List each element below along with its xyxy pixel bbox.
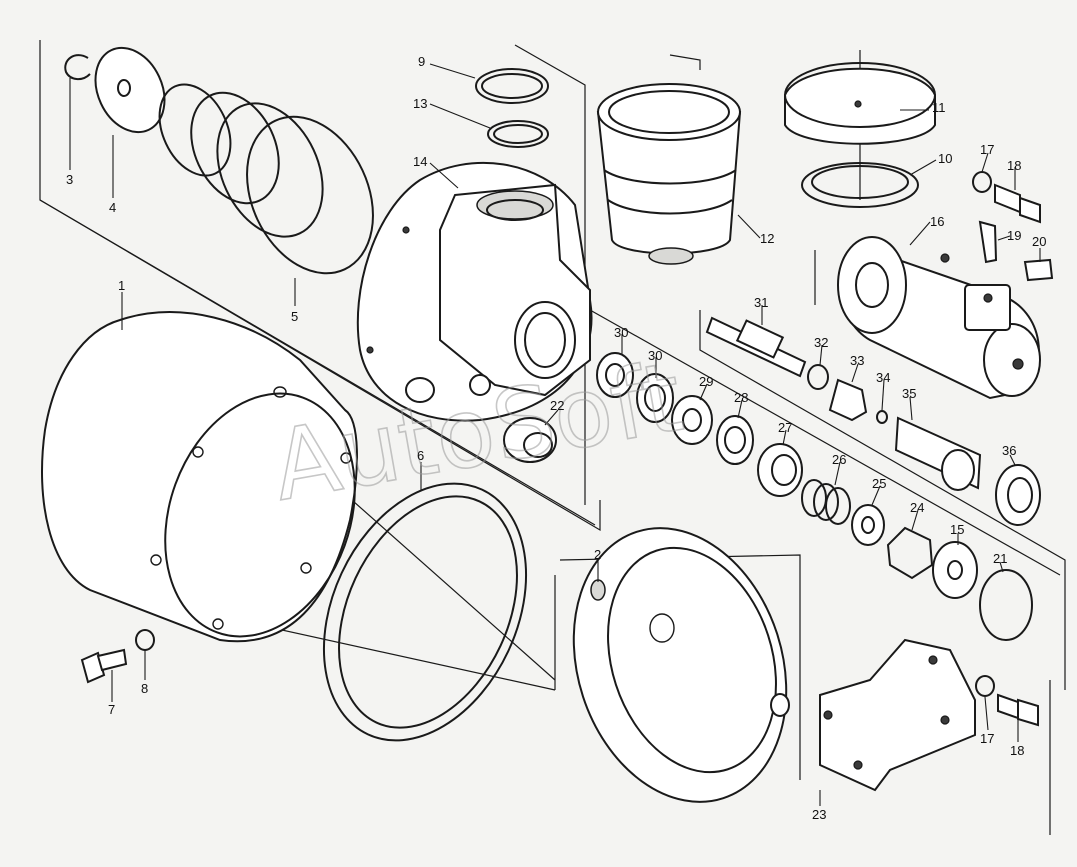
callout-6: 6 [417, 448, 424, 463]
part-25-washer [851, 504, 885, 546]
callout-20: 20 [1032, 234, 1046, 249]
part-7-bolt [80, 648, 128, 684]
callout-28: 28 [734, 390, 748, 405]
part-17-washer-upper [972, 171, 992, 193]
part-28-seal [716, 415, 754, 465]
part-6-gasket-ring [322, 482, 528, 742]
callout-33: 33 [850, 353, 864, 368]
callout-18-upper: 18 [1007, 158, 1021, 173]
callout-8: 8 [141, 681, 148, 696]
callout-15: 15 [950, 522, 964, 537]
part-13-o-ring [487, 120, 549, 148]
part-31-pushrod [705, 316, 807, 378]
callout-4: 4 [109, 200, 116, 215]
part-30-seal-a [596, 352, 634, 398]
callout-11: 11 [932, 100, 946, 115]
callout-7: 7 [108, 702, 115, 717]
part-16-valve-body [837, 236, 1041, 400]
part-33-nut [828, 378, 868, 422]
callout-18-lower: 18 [1010, 743, 1024, 758]
part-5-coil-spring [158, 83, 374, 275]
part-15-washer [932, 541, 978, 599]
callout-14: 14 [413, 154, 427, 169]
part-32-circlip [807, 364, 829, 390]
part-24-spring-clip [886, 526, 934, 580]
callout-31: 31 [754, 295, 768, 310]
part-19-grease-nipple [978, 220, 998, 264]
callout-12: 12 [760, 231, 774, 246]
callout-30-a: 30 [614, 325, 628, 340]
part-14-main-body [356, 161, 593, 422]
part-22-fitting [503, 417, 557, 463]
callout-9: 9 [418, 54, 425, 69]
part-1-cylinder-housing [41, 311, 358, 643]
callout-25: 25 [872, 476, 886, 491]
part-3-circlip [64, 54, 91, 80]
part-36-seal [995, 464, 1041, 526]
part-35-spool [894, 416, 982, 491]
callout-17-lower: 17 [980, 731, 994, 746]
part-17-washer-lower [975, 675, 995, 697]
part-34-small-washer [876, 410, 888, 424]
part-8-washer [135, 629, 155, 651]
callout-22: 22 [550, 398, 564, 413]
callout-3: 3 [66, 172, 73, 187]
part-23-bracket [819, 638, 976, 792]
part-4-spring-seat [94, 46, 166, 134]
callout-19: 19 [1007, 228, 1021, 243]
callout-16: 16 [930, 214, 944, 229]
callout-10: 10 [938, 151, 952, 166]
part-27-piston [757, 443, 803, 497]
part-30-seal-b [636, 373, 674, 423]
callout-2: 2 [594, 547, 601, 562]
part-29-washer [671, 395, 713, 445]
callout-34: 34 [876, 370, 890, 385]
part-18-bolt-upper [994, 183, 1041, 224]
leader-lines [69, 63, 1041, 806]
callout-13: 13 [413, 96, 427, 111]
part-18-bolt-lower [997, 693, 1039, 727]
callout-5: 5 [291, 309, 298, 324]
callout-30-b: 30 [648, 348, 662, 363]
part-20-sensor [1023, 258, 1054, 282]
callout-21: 21 [993, 551, 1007, 566]
part-2-end-cover [572, 527, 790, 803]
part-11-cap [784, 62, 936, 145]
part-10-seal-ring [801, 162, 919, 208]
part-9-o-ring [475, 68, 549, 104]
callout-26: 26 [832, 452, 846, 467]
callout-36: 36 [1002, 443, 1016, 458]
callout-23: 23 [812, 807, 826, 822]
part-21-o-ring [979, 569, 1033, 641]
callout-35: 35 [902, 386, 916, 401]
callout-labels: 3 4 5 1 9 13 14 11 10 12 16 17 18 19 20 … [66, 54, 1046, 822]
callout-32: 32 [814, 335, 828, 350]
callout-29: 29 [699, 374, 713, 389]
part-12-filter-cup [596, 83, 742, 265]
callout-17-upper: 17 [980, 142, 994, 157]
callout-1: 1 [118, 278, 125, 293]
callout-27: 27 [778, 420, 792, 435]
part-26-spring [801, 479, 851, 525]
callout-24: 24 [910, 500, 924, 515]
